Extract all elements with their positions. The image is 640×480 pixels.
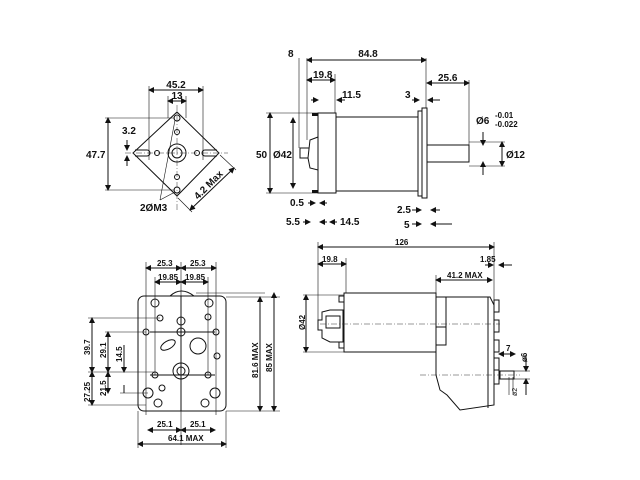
motor-body [335,116,419,192]
dim-2-5: 2.5 [397,205,411,216]
gearbox [435,296,495,411]
dim-shaft-dia: Ø6 [476,116,490,127]
dim-pin-dia: ø2 [512,388,519,396]
dim-64-1-max: 64.1 MAX [168,434,204,443]
dim-7: 7 [506,344,511,353]
front-plate [421,107,428,199]
dim-0-5: 0.5 [290,198,304,209]
dim-126: 126 [395,238,409,247]
motor-body [343,292,437,353]
dim-1-85: 1.85 [480,255,496,264]
dim-21-5: 21.5 [99,380,108,396]
dim-slot: 3.2 [122,126,136,137]
tol-upper: -0.01 [495,111,514,120]
dim-shaft-length: 25.6 [438,73,458,84]
dim-body-dia: Ø42 [298,314,307,330]
gearbox-face-view: 25.3 25.3 19.85 19.85 39.7 29.1 14.5 27.… [83,259,280,448]
dim-25-1-left: 25.1 [157,420,173,429]
dim-5: 5 [404,220,410,231]
tol-lower: -0.022 [495,120,518,129]
dim-boss-dia: Ø12 [506,150,525,161]
dim-body-dia: Ø42 [273,150,292,161]
dim-29-1: 29.1 [99,342,108,358]
shaft-boss [167,143,187,163]
motor-side-view: 8 84.8 19.8 11.5 3 25.6 Ø6 -0.01 -0.022 … [256,49,525,231]
dim-5-5: 5.5 [286,217,300,228]
dim-25-3-left: 25.3 [157,259,173,268]
dim-85-max: 85 MAX [265,342,274,372]
dim-25-3-right: 25.3 [190,259,206,268]
dim-rear-offset: 8 [288,49,294,60]
dim-height: 47.7 [86,150,106,161]
gearbox-plate [137,295,227,412]
dim-flange-gap: 11.5 [342,90,361,101]
dim-14-5: 14.5 [115,346,124,362]
label-holes: 2ØM3 [140,203,168,214]
dim-19-8: 19.8 [322,255,338,264]
output-shaft [426,144,470,163]
dim-shaft-dia: ø6 [520,352,529,362]
dim-overall: 84.8 [358,49,378,60]
dim-cap-length: 19.8 [313,70,333,81]
dim-14-5: 14.5 [340,217,360,228]
dim-height: 50 [256,150,268,161]
dim-27-25: 27.25 [83,381,92,402]
rear-cap [317,112,337,194]
dim-25-1-right: 25.1 [190,420,206,429]
dim-81-6-max: 81.6 MAX [251,342,260,378]
flange-front-view: 45.2 13 3.2 47.7 2ØM3 4.2 Max [86,80,237,214]
dim-19-85-left: 19.85 [158,273,179,282]
gearmotor-side-view: 126 19.8 1.85 41.2 MAX Ø42 7 ø6 ø2 [298,238,530,411]
dim-41-2-max: 41.2 MAX [447,271,483,280]
dim-39-7: 39.7 [83,339,92,355]
dim-width: 45.2 [166,80,186,91]
dim-hole-spacing: 13 [171,91,183,102]
dim-plate: 3 [405,90,411,101]
dim-19-85-right: 19.85 [185,273,206,282]
